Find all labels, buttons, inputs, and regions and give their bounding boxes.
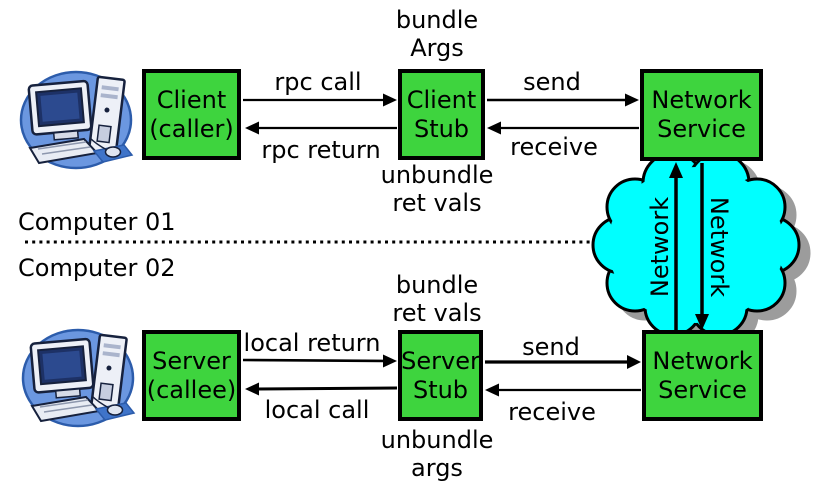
send-top-label: send: [523, 68, 581, 96]
network-service-top-line2: Service: [657, 115, 746, 143]
server-stub-box-line1: Server: [401, 346, 480, 375]
network-service-top-box: Network Service: [640, 69, 763, 161]
annotation-line: bundle: [395, 6, 479, 34]
send-bottom-arrow: [485, 355, 641, 369]
annotation-line: ret vals: [392, 299, 482, 327]
local-return-arrow: [242, 354, 397, 368]
rpc-return-arrow: [245, 121, 397, 135]
server-stub-below-annotation: unbundle args: [381, 426, 494, 482]
computer-icon: [19, 70, 134, 170]
network-service-top-line1: Network: [651, 86, 752, 114]
local-call-arrow: [245, 382, 398, 396]
client-stub-below-annotation: unbundle ret vals: [381, 161, 494, 217]
server-box-line1: Server: [152, 346, 231, 375]
receive-bottom-arrow: [485, 383, 641, 397]
send-top-arrow: [487, 93, 639, 107]
send-bottom-label: send: [522, 333, 580, 361]
network-service-bottom-line2: Service: [658, 375, 747, 404]
receive-top-label: receive: [510, 133, 598, 161]
rpc-return-label: rpc return: [261, 136, 381, 164]
network-down-arrow: [695, 163, 709, 330]
client-box-line2: (caller): [149, 114, 234, 143]
client-box-line1: Client: [156, 85, 227, 114]
server-stub-box: Server Stub: [398, 330, 483, 421]
network-cloud-fill: [608, 167, 784, 323]
annotation-line: args: [411, 454, 463, 482]
client-box: Client (caller): [142, 69, 241, 160]
receive-bottom-label: receive: [508, 398, 596, 426]
rpc-call-arrow: [243, 93, 397, 107]
annotation-line: unbundle: [380, 161, 494, 189]
network-cloud-label-right: Network: [705, 196, 733, 298]
network-service-bottom-line1: Network: [652, 346, 753, 375]
network-service-bottom-box: Network Service: [642, 330, 763, 421]
client-stub-box-line1: Client: [406, 85, 477, 114]
computer-01-label: Computer 01: [18, 208, 176, 236]
server-box: Server (callee): [142, 330, 241, 421]
annotation-line: Args: [410, 34, 464, 62]
local-call-label: local call: [264, 396, 370, 424]
server-stub-box-line2: Stub: [412, 375, 469, 404]
local-return-label: local return: [243, 329, 381, 357]
network-cloud-label-left: Network: [646, 196, 674, 298]
network-up-arrow: [669, 162, 683, 330]
annotation-line: unbundle: [380, 426, 494, 454]
rpc-call-label: rpc call: [274, 68, 362, 96]
client-stub-box: Client Stub: [398, 69, 485, 160]
client-stub-above-annotation: bundle Args: [396, 6, 478, 62]
computer-02-label: Computer 02: [18, 254, 176, 282]
annotation-line: ret vals: [392, 189, 482, 217]
server-box-line2: (callee): [146, 375, 237, 404]
receive-top-arrow: [487, 121, 639, 135]
client-stub-box-line2: Stub: [413, 114, 470, 143]
computer-icon: [21, 328, 136, 428]
server-stub-above-annotation: bundle ret vals: [392, 271, 481, 327]
annotation-line: bundle: [395, 271, 479, 299]
